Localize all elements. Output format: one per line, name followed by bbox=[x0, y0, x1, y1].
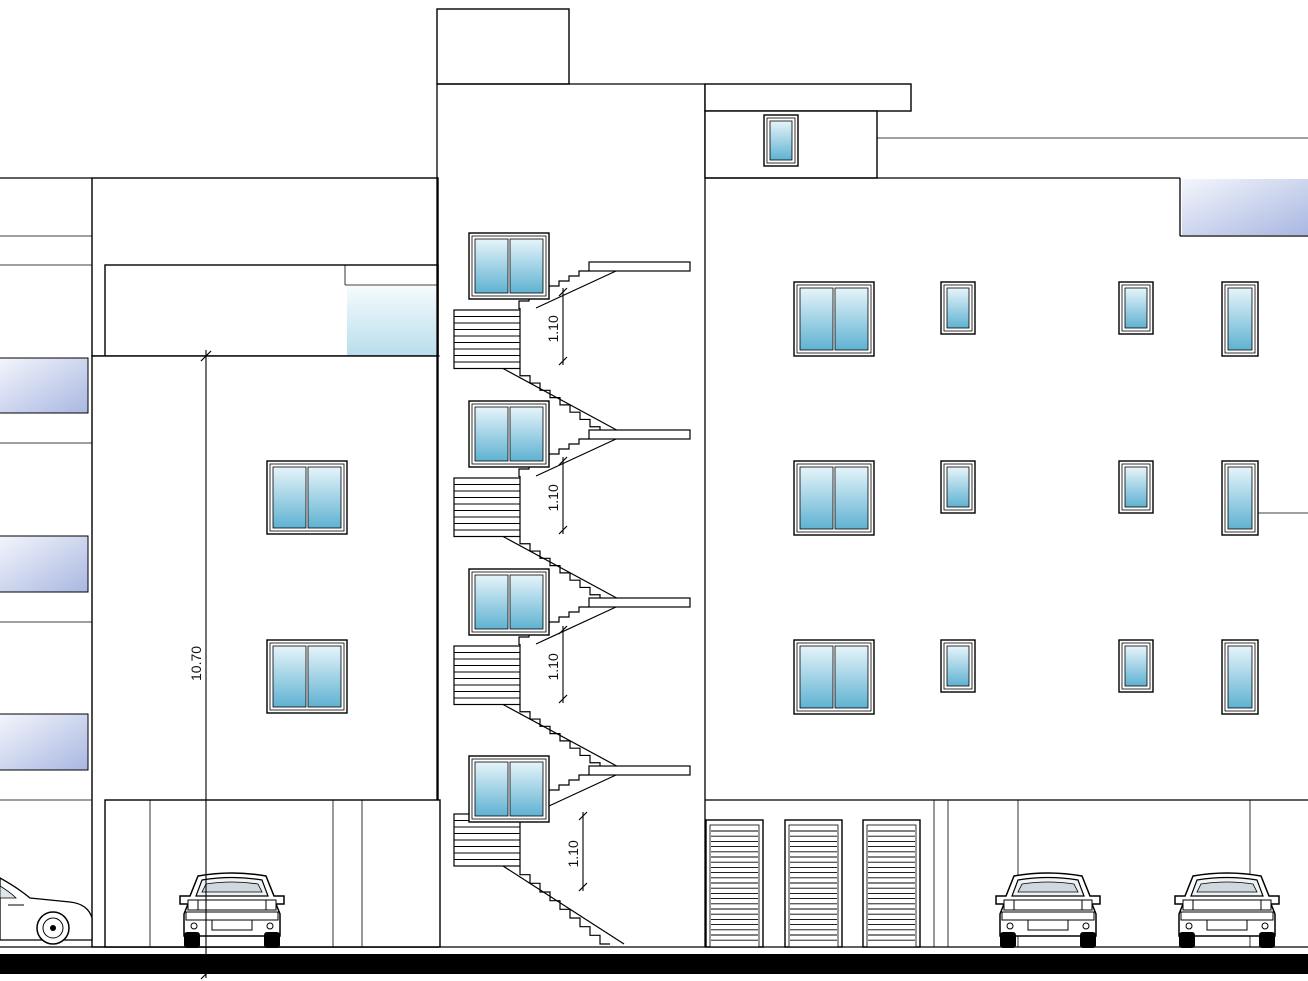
railing-height-dimension: 1.10 bbox=[565, 811, 588, 892]
external-staircase bbox=[453, 261, 691, 945]
small-window bbox=[940, 460, 976, 514]
car-front-icon bbox=[995, 872, 1101, 949]
small-window bbox=[1118, 639, 1154, 693]
railing-height-label: 1.10 bbox=[545, 315, 561, 342]
double-window bbox=[793, 460, 875, 536]
louvred-doors bbox=[705, 819, 921, 948]
narrow-window bbox=[1221, 460, 1259, 536]
stair-window bbox=[468, 400, 550, 468]
height-dimension: 10.70 bbox=[92, 350, 440, 980]
small-window bbox=[940, 639, 976, 693]
double-window bbox=[266, 460, 348, 535]
louvred-door bbox=[784, 819, 843, 948]
railing-dimensions: 1.10 1.10 1.10 1.10 bbox=[545, 287, 588, 892]
small-window bbox=[940, 281, 976, 335]
louvred-door bbox=[705, 819, 764, 948]
small-window bbox=[1118, 460, 1154, 514]
double-window bbox=[793, 281, 875, 357]
stair-window bbox=[468, 755, 550, 823]
windows bbox=[266, 114, 1259, 823]
stair-window bbox=[468, 568, 550, 636]
narrow-window bbox=[1221, 639, 1259, 715]
railing-height-label: 1.10 bbox=[545, 653, 561, 680]
louvred-door bbox=[862, 819, 921, 948]
railing-height-label: 1.10 bbox=[545, 484, 561, 511]
railing-height-dimension: 1.10 bbox=[545, 625, 568, 704]
car-front-icon bbox=[179, 872, 285, 949]
left-neighbor-building bbox=[0, 177, 92, 801]
narrow-window bbox=[1221, 281, 1259, 357]
double-window bbox=[266, 639, 348, 714]
car-side-icon bbox=[0, 877, 93, 945]
railing-height-dimension: 1.10 bbox=[545, 456, 568, 535]
small-window bbox=[763, 114, 799, 167]
stair-window bbox=[468, 232, 550, 300]
railing-height-dimension: 1.10 bbox=[545, 287, 568, 366]
car-front-icon bbox=[1174, 872, 1280, 949]
small-window bbox=[1118, 281, 1154, 335]
railing-height-label: 1.10 bbox=[565, 840, 581, 867]
double-window bbox=[793, 639, 875, 715]
ground-line bbox=[0, 946, 1308, 974]
total-height-label: 10.70 bbox=[188, 646, 204, 681]
